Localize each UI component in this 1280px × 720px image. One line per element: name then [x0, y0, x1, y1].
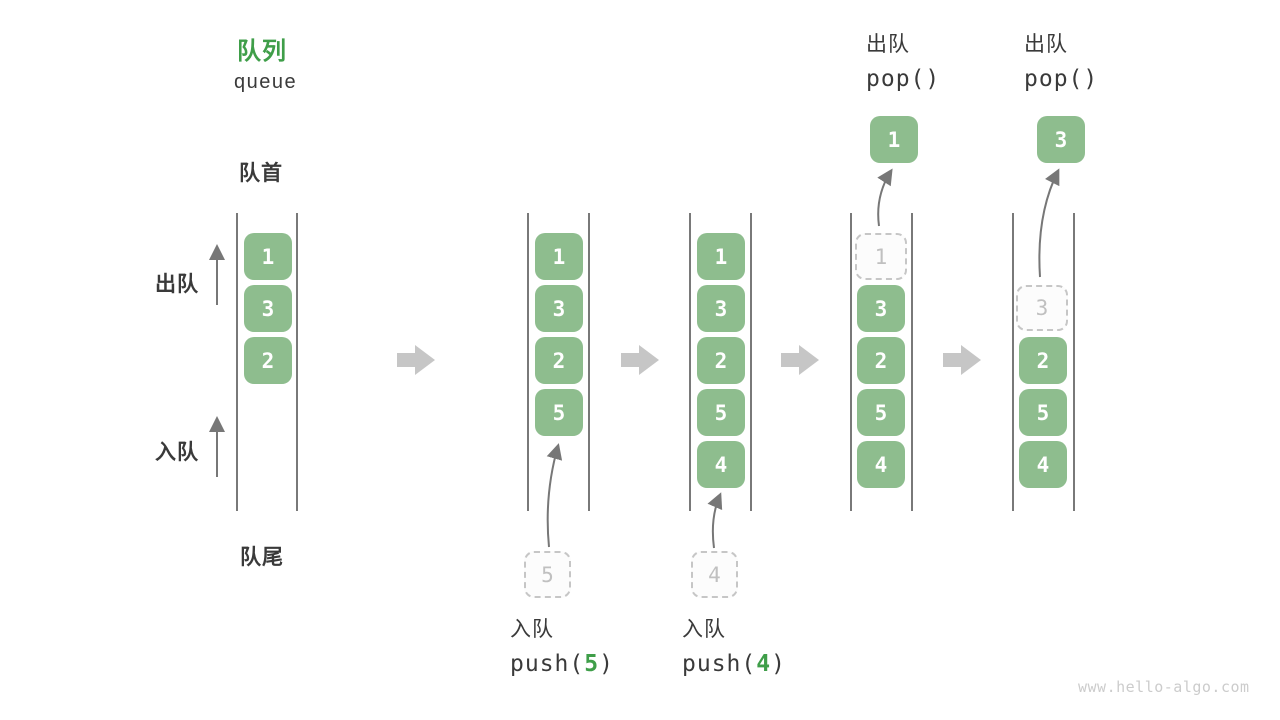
queue-4-cell-4: 4 [857, 441, 905, 488]
front-label: 队首 [239, 162, 283, 185]
queue-5-cell-4: 4 [1019, 441, 1067, 488]
queue-5-ghost-cell-3: 3 [1016, 285, 1068, 331]
dequeue-op-label: 出队 [866, 33, 910, 56]
enqueue-op-label: 入队 [510, 618, 554, 641]
queue-3-cell-2: 2 [697, 337, 745, 384]
code-text: push( [510, 651, 585, 677]
watermark: www.hello-algo.com [1078, 678, 1250, 696]
queue-4-cell-2: 2 [857, 337, 905, 384]
queue-1-cell-1: 1 [244, 233, 292, 280]
page-title: 队列 [237, 38, 287, 65]
next-step-arrow-icon [943, 345, 981, 375]
dequeue-op-code: pop() [1024, 66, 1099, 92]
queue-1-cell-2: 2 [244, 337, 292, 384]
queue-1-cell-3: 3 [244, 285, 292, 332]
code-text: ) [771, 651, 786, 677]
queue-3-cell-4: 4 [697, 441, 745, 488]
queue-4-cell-5: 5 [857, 389, 905, 436]
queue-4-ghost-cell-1: 1 [855, 233, 907, 280]
next-step-arrow-icon [781, 345, 819, 375]
page-subtitle: queue [234, 71, 298, 93]
next-step-arrow-icon [397, 345, 435, 375]
queue-5-cell-2: 2 [1019, 337, 1067, 384]
enqueue-op-code: push(5) [510, 653, 614, 676]
push-arrow-icon [546, 443, 563, 548]
enqueue-op-code: push(4) [682, 653, 786, 676]
code-text: ) [599, 651, 614, 677]
pop-arrow-icon [877, 168, 893, 227]
queue-3-pending-cell-4: 4 [691, 551, 738, 598]
push-arrow-icon [707, 492, 723, 549]
dequeue-op-code: pop() [866, 66, 941, 92]
code-text: push( [682, 651, 757, 677]
enqueue-side-label: 入队 [155, 441, 199, 464]
enqueue-op-push5: 入队 push(5) [510, 619, 614, 676]
queue-2-cell-3: 3 [535, 285, 583, 332]
queue-2-pending-cell-5: 5 [524, 551, 571, 598]
queue-4-popped-cell-1: 1 [870, 116, 918, 163]
rear-label: 队尾 [240, 546, 284, 569]
dequeue-op-label: 出队 [1024, 33, 1068, 56]
code-arg: 4 [756, 651, 772, 677]
queue-3-cell-3: 3 [697, 285, 745, 332]
dequeue-op-pop1: 出队 pop() [866, 34, 940, 91]
queue-2-cell-2: 2 [535, 337, 583, 384]
dequeue-side-label: 出队 [155, 273, 199, 296]
next-step-arrow-icon [621, 345, 659, 375]
enqueue-op-label: 入队 [682, 618, 726, 641]
queue-5-cell-5: 5 [1019, 389, 1067, 436]
queue-3-cell-5: 5 [697, 389, 745, 436]
queue-4-cell-3: 3 [857, 285, 905, 332]
pop-arrow-icon [1038, 168, 1060, 278]
queue-3-cell-1: 1 [697, 233, 745, 280]
enqueue-op-push4: 入队 push(4) [682, 619, 786, 676]
dequeue-op-pop2: 出队 pop() [1024, 34, 1098, 91]
queue-5-popped-cell-3: 3 [1037, 116, 1085, 163]
queue-2-cell-1: 1 [535, 233, 583, 280]
queue-2-cell-5: 5 [535, 389, 583, 436]
code-arg: 5 [584, 651, 600, 677]
